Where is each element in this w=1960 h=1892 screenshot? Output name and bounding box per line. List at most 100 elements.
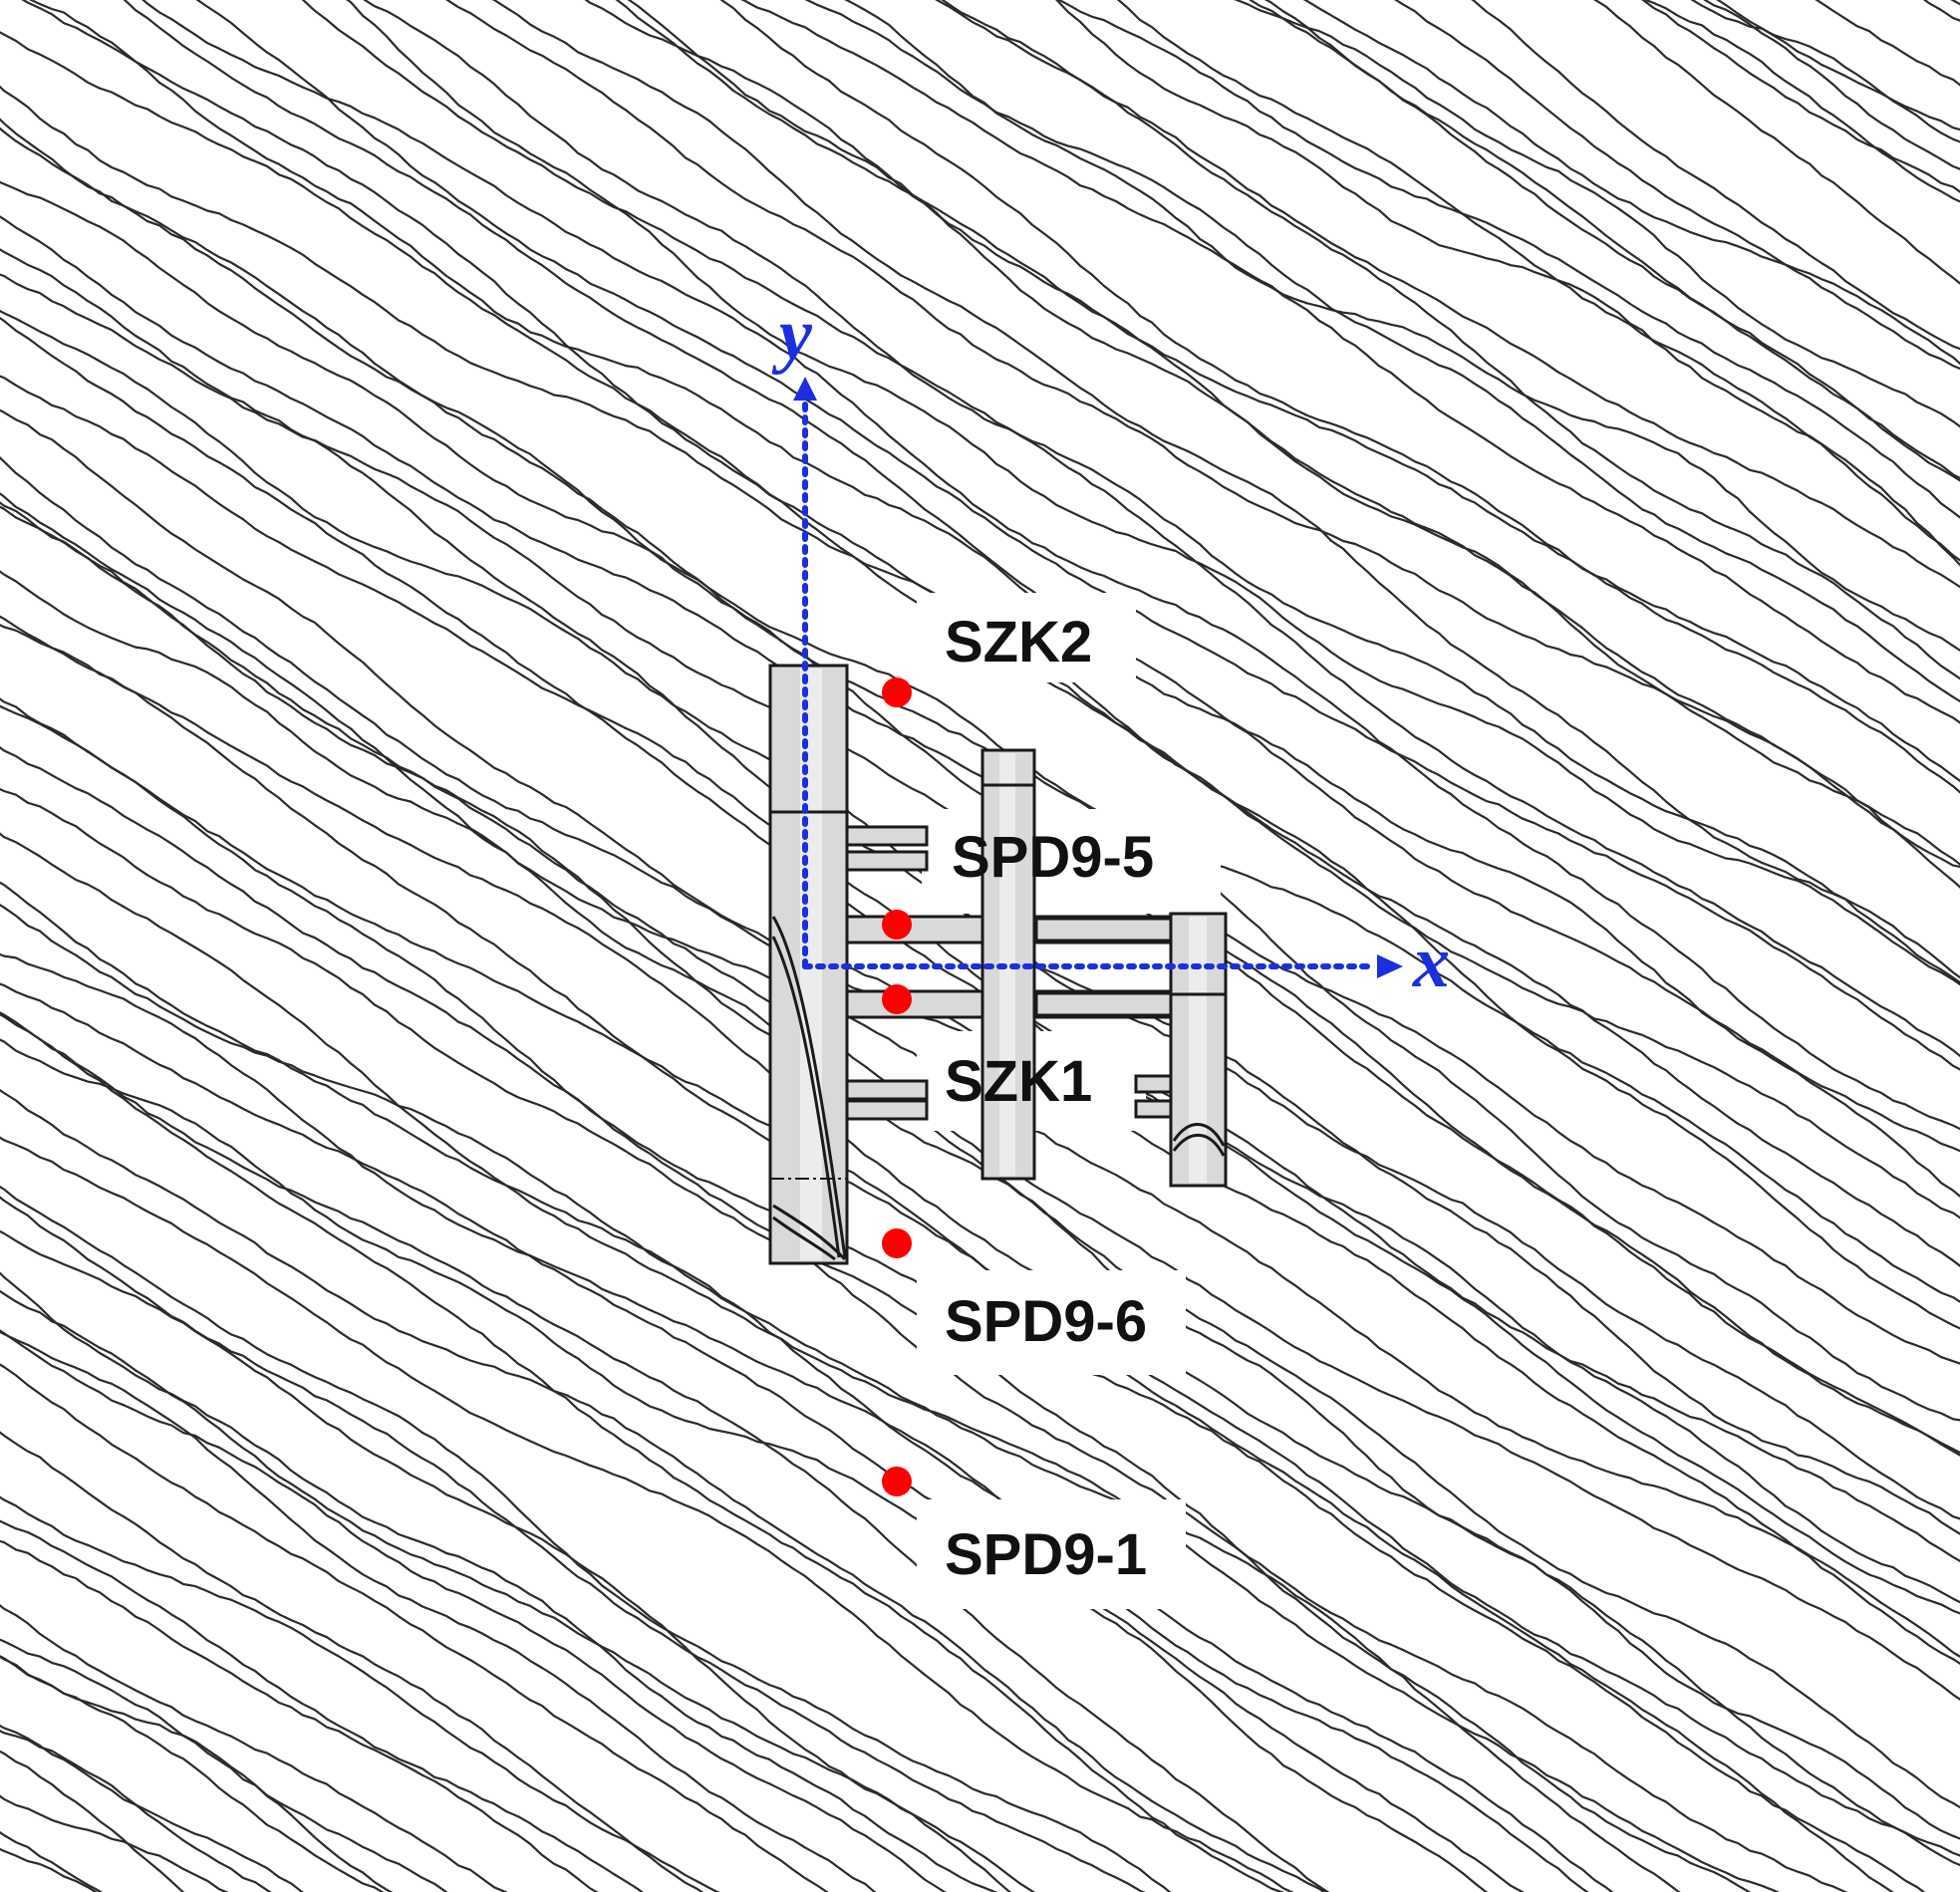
label-bg-spd9-1 <box>917 1499 1186 1609</box>
contour-line <box>615 0 1960 783</box>
contour-line <box>1055 0 1960 567</box>
borehole-label-spd9-5: SPD9-5 <box>952 825 1154 890</box>
contour-line <box>719 0 1960 794</box>
contour-line <box>1394 0 1960 371</box>
contour-line <box>141 0 1960 1131</box>
tunnel-crosscut-east <box>1034 917 1180 943</box>
tunnel-branch <box>1134 1074 1173 1094</box>
contour-line <box>1716 0 1960 132</box>
contour-line <box>1302 0 1960 366</box>
main-tunnel-curve <box>771 936 841 1258</box>
contour-line <box>0 832 1780 1892</box>
contour-line <box>1703 0 1960 170</box>
contour-line <box>0 952 1589 1892</box>
contour-line <box>195 0 1960 1071</box>
contour-line <box>301 0 1960 1058</box>
contour-line <box>0 1847 99 1892</box>
contour-line <box>0 1604 508 1892</box>
borehole-label-spd9-6: SPD9-6 <box>945 1289 1147 1354</box>
contour-line <box>0 982 1525 1892</box>
tunnel-crosscut-east <box>1034 991 1180 1017</box>
middle-tunnel-highlight <box>999 753 1015 1176</box>
contour-line <box>0 787 1752 1892</box>
contour-line <box>935 0 1960 589</box>
contour-line <box>1922 0 1960 22</box>
contour-line <box>0 1750 185 1892</box>
contour-line <box>0 1088 1326 1892</box>
contour-line <box>445 0 1960 867</box>
contour-line <box>740 0 1960 724</box>
borehole-marker-spd9-5 <box>882 910 912 940</box>
contour-line <box>0 180 1960 1422</box>
contour-line <box>584 0 1960 889</box>
contour-line <box>0 697 1894 1892</box>
contour-line <box>363 0 1960 984</box>
contour-line <box>0 1655 394 1892</box>
contour-line <box>1641 0 1960 193</box>
east-tunnel-highlight <box>1189 917 1207 1183</box>
contour-line <box>0 1011 1285 1892</box>
borehole-label-spd9-1: SPD9-1 <box>945 1522 1147 1587</box>
contour-line <box>0 1794 229 1892</box>
contour-line <box>0 1519 644 1892</box>
contour-line <box>0 1185 1172 1892</box>
contour-line <box>1234 0 1960 428</box>
contour-line <box>0 505 1960 1809</box>
contour-line <box>0 904 1681 1892</box>
contour-line <box>0 118 1960 1365</box>
contour-line <box>0 1830 103 1892</box>
contour-line <box>0 881 1614 1892</box>
contour-line <box>0 1038 1489 1892</box>
borehole-label-szk1: SZK1 <box>945 1049 1092 1114</box>
contour-line <box>1056 0 1960 519</box>
contour-line <box>0 1638 448 1892</box>
tunnel-branch <box>1134 1099 1173 1119</box>
contour-line <box>0 1539 599 1892</box>
contour-line <box>844 0 1960 653</box>
tunnel-branch <box>845 825 929 847</box>
y-axis-arrowhead <box>793 377 817 401</box>
label-bg-szk2 <box>917 593 1136 682</box>
contour-line <box>0 1329 947 1892</box>
label-bg-spd9-5 <box>922 809 1221 914</box>
contour-line <box>804 0 1960 703</box>
tunnel-branch <box>845 1079 929 1101</box>
borehole-marker-spd9-6 <box>882 1228 912 1258</box>
borehole-marker-szk2 <box>882 677 912 707</box>
contour-line <box>0 1289 1012 1892</box>
contour-line <box>1593 0 1960 285</box>
contour-line <box>0 1495 720 1892</box>
contour-line <box>0 127 1960 1303</box>
contour-line <box>0 1136 1294 1892</box>
contour-line <box>1248 0 1960 480</box>
borehole-labels: SZK2 SPD9-5 SZK1 SPD9-6 SPD9-1 <box>945 610 1154 1587</box>
contour-line <box>0 570 1960 1840</box>
contour-line <box>1690 0 1960 143</box>
contour-line <box>1950 0 1960 6</box>
main-tunnel-curve <box>771 916 847 1258</box>
contour-line <box>1815 0 1960 87</box>
contour-line <box>0 215 1960 1455</box>
contour-line <box>345 0 1960 986</box>
contour-line <box>0 501 1960 1701</box>
borehole-markers <box>882 677 912 1496</box>
x-axis-arrowhead <box>1377 954 1403 978</box>
contour-line <box>1471 0 1960 351</box>
contour-line <box>0 1330 877 1892</box>
contour-line <box>1642 0 1960 203</box>
borehole-marker-szk1 <box>882 984 912 1014</box>
east-tunnel-curve <box>1172 1133 1226 1157</box>
borehole-label-szk2: SZK2 <box>945 610 1092 675</box>
contour-line <box>0 615 1960 1867</box>
contour-line <box>0 375 1960 1615</box>
contour-line <box>1116 0 1960 562</box>
label-backgrounds <box>917 593 1221 1609</box>
contour-line <box>941 0 1960 680</box>
contour-line <box>0 1363 829 1892</box>
contour-line <box>491 0 1960 979</box>
main-tunnel-curve <box>772 1216 836 1261</box>
east-tunnel-curve <box>1172 1123 1226 1147</box>
contour-line <box>0 1012 1330 1892</box>
contour-line <box>28 0 1960 1199</box>
